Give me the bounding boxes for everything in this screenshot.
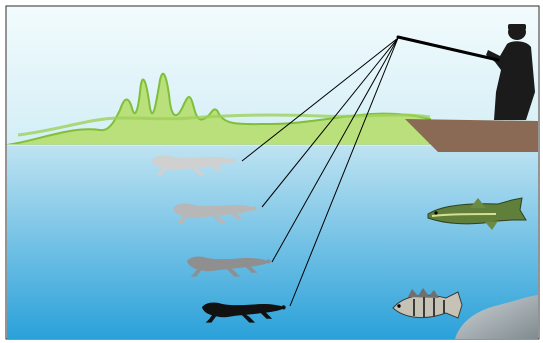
fishing-diagram (0, 0, 543, 343)
scene-svg (0, 0, 543, 343)
